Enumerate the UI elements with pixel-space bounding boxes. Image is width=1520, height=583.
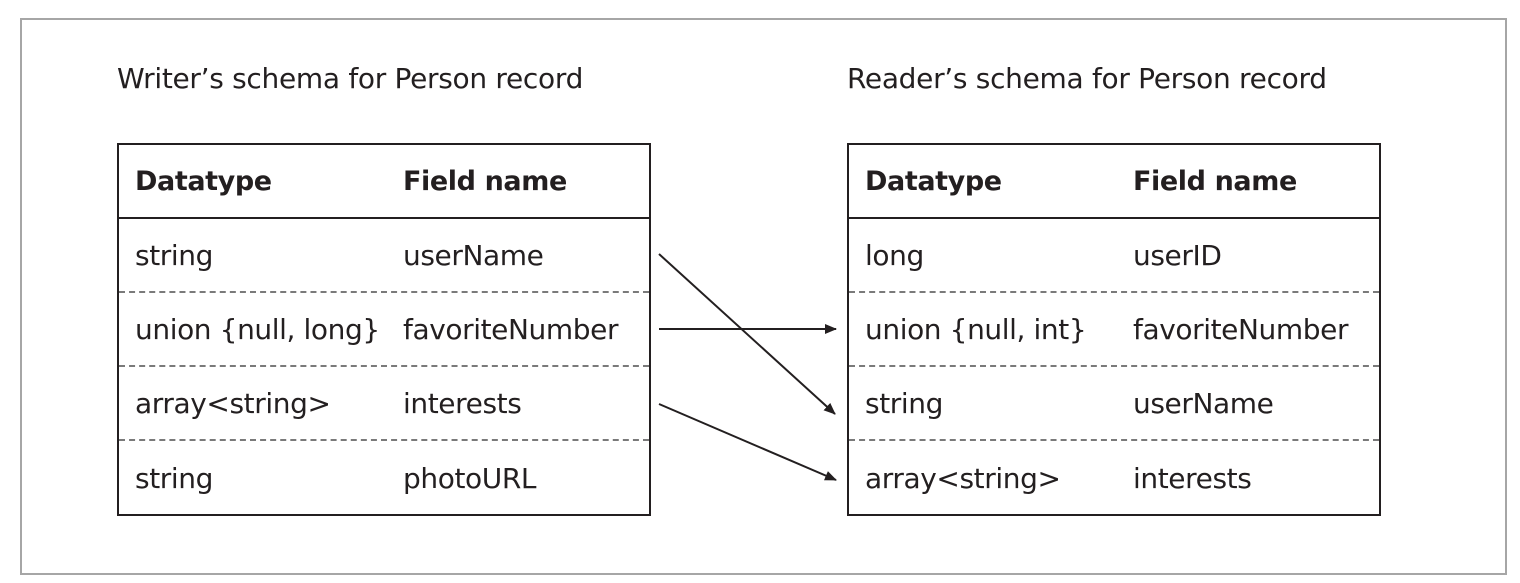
table-row: string userName	[849, 367, 1379, 441]
reader-schema-table: Datatype Field name long userID union {n…	[847, 143, 1381, 516]
datatype-cell: long	[865, 238, 924, 272]
datatype-header: Datatype	[135, 165, 272, 197]
datatype-cell: string	[865, 386, 943, 420]
table-row: union {null, long} favoriteNumber	[119, 293, 649, 367]
datatype-cell: union {null, long}	[135, 312, 380, 346]
datatype-cell: array<string>	[865, 461, 1061, 495]
datatype-cell: string	[135, 238, 213, 272]
writer-schema-table: Datatype Field name string userName unio…	[117, 143, 651, 516]
reader-schema-title: Reader’s schema for Person record	[847, 62, 1327, 95]
field-name-cell: userName	[1133, 386, 1274, 420]
table-header-row: Datatype Field name	[849, 145, 1379, 219]
datatype-header: Datatype	[865, 165, 1002, 197]
datatype-cell: union {null, int}	[865, 312, 1087, 346]
figure-frame	[20, 18, 1507, 575]
writer-schema-title: Writer’s schema for Person record	[117, 62, 584, 95]
table-header-row: Datatype Field name	[119, 145, 649, 219]
table-row: array<string> interests	[119, 367, 649, 441]
field-name-cell: interests	[403, 386, 522, 420]
field-name-header: Field name	[1133, 165, 1297, 197]
field-name-cell: photoURL	[403, 461, 537, 495]
field-name-cell: interests	[1133, 461, 1252, 495]
field-name-cell: favoriteNumber	[1133, 312, 1349, 346]
table-row: long userID	[849, 219, 1379, 293]
field-name-cell: userID	[1133, 238, 1222, 272]
table-row: string photoURL	[119, 441, 649, 515]
field-name-cell: userName	[403, 238, 544, 272]
datatype-cell: array<string>	[135, 386, 331, 420]
field-name-header: Field name	[403, 165, 567, 197]
table-row: union {null, int} favoriteNumber	[849, 293, 1379, 367]
table-row: string userName	[119, 219, 649, 293]
datatype-cell: string	[135, 461, 213, 495]
field-name-cell: favoriteNumber	[403, 312, 619, 346]
table-row: array<string> interests	[849, 441, 1379, 515]
